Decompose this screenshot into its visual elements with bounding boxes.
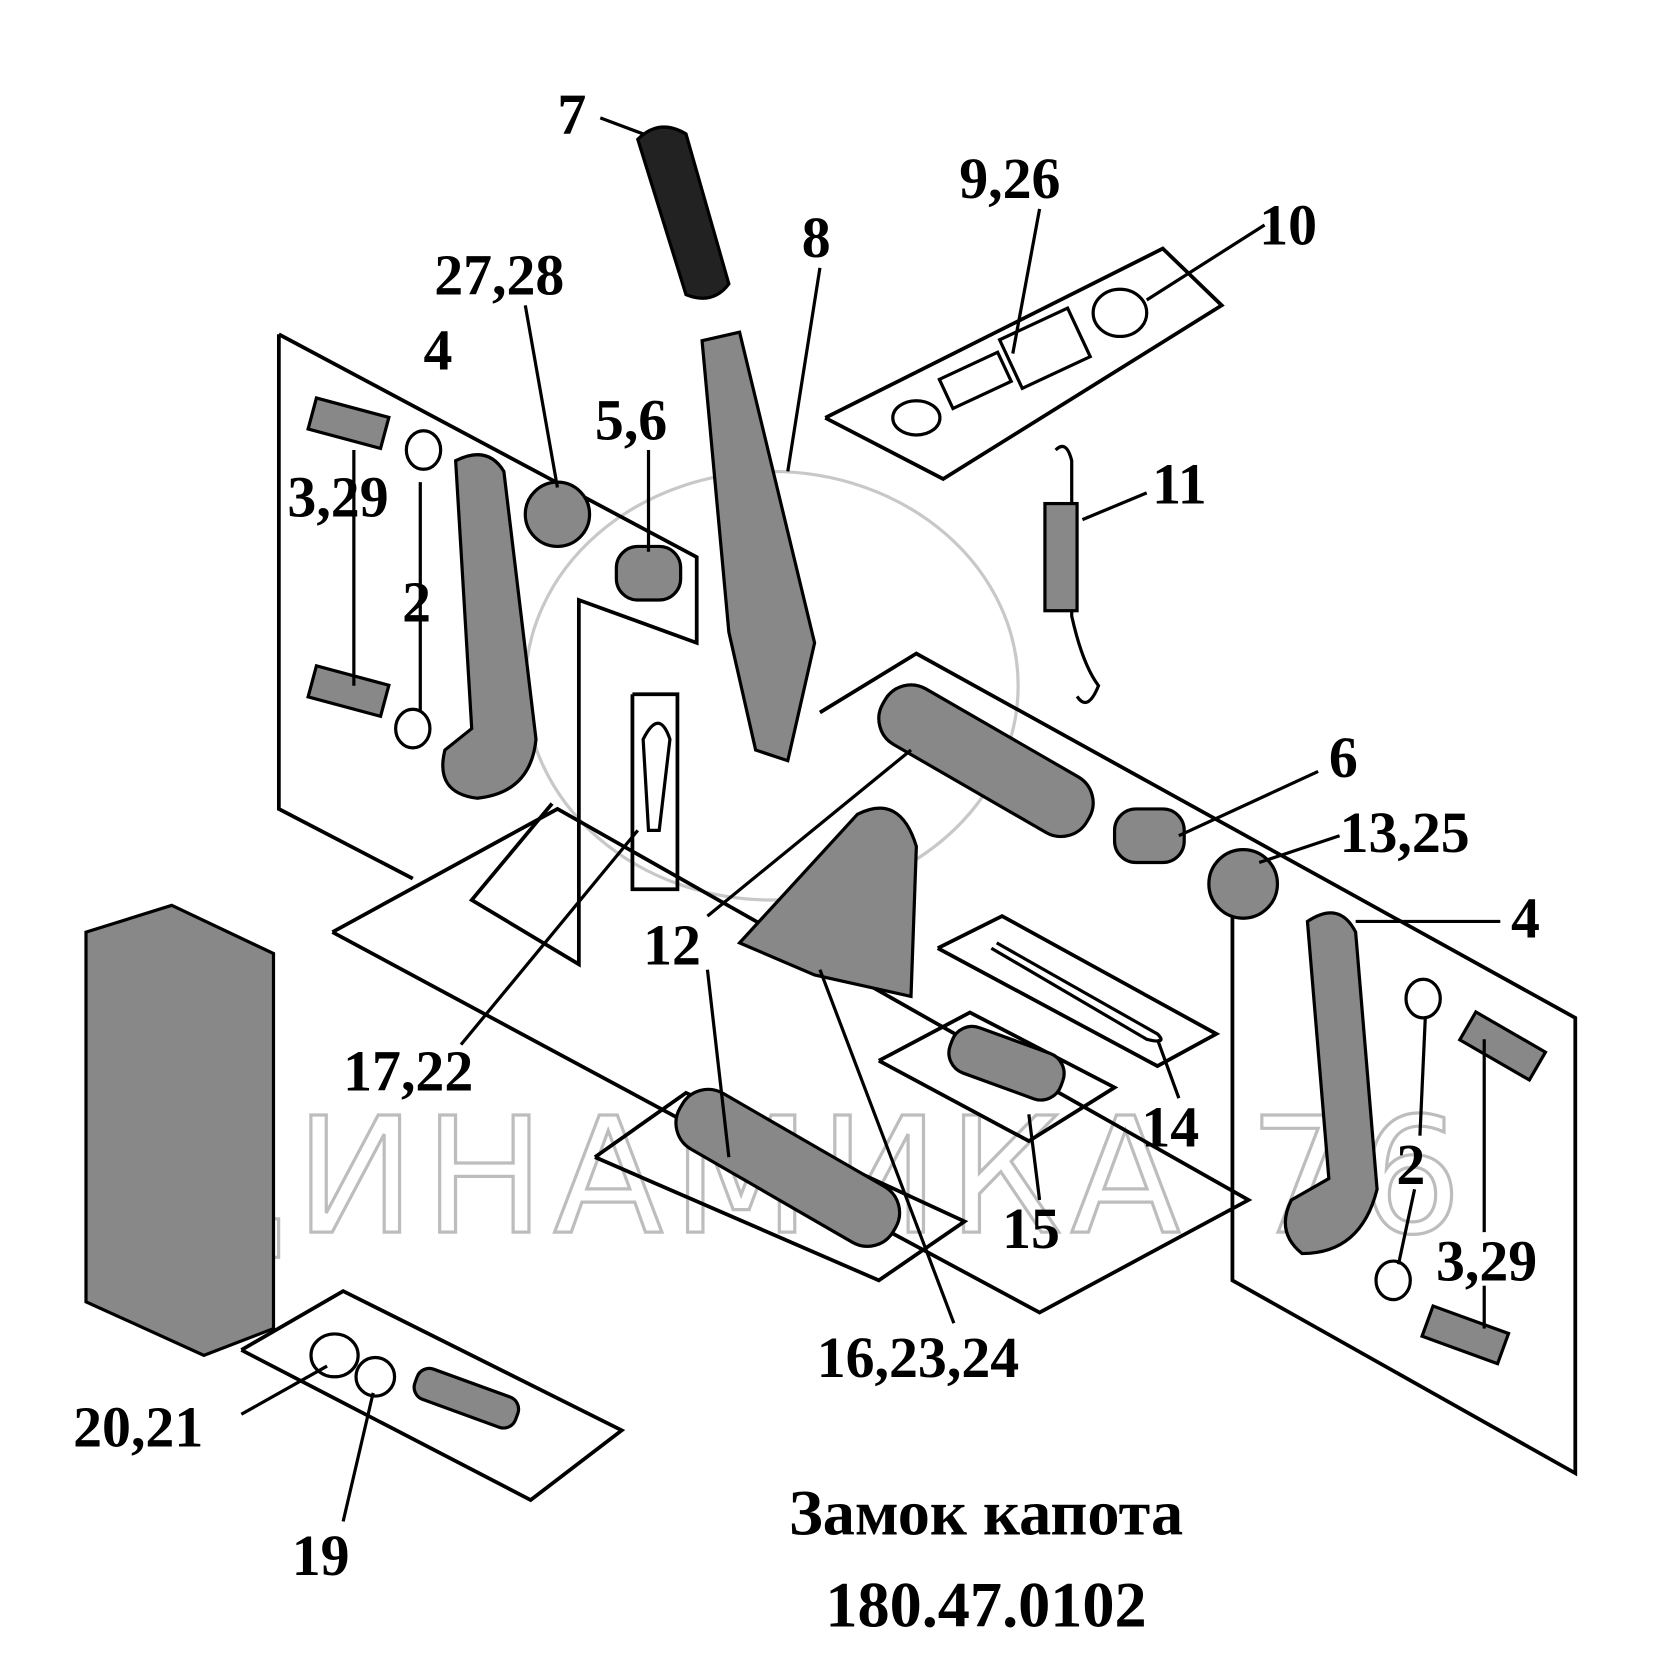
fitting-part-9 <box>997 305 1093 391</box>
link-part-4-right <box>1283 911 1379 1256</box>
lever-part-8 <box>700 330 817 763</box>
washer-part-top <box>891 399 942 437</box>
bolt-part-3-upper <box>306 396 391 451</box>
nut-part-20 <box>309 1332 360 1379</box>
bolt-part-3-right-upper <box>1457 1009 1548 1083</box>
stud-part-9 <box>937 350 1014 411</box>
bushing-part-5 <box>614 544 683 602</box>
cotter-panel <box>630 692 680 892</box>
callout-15: 15 <box>1002 1196 1060 1261</box>
callout-5-6: 5,6 <box>595 387 667 452</box>
washer-part-2-right-upper <box>1404 977 1442 1020</box>
washer-part-2-right-lower <box>1374 1259 1412 1302</box>
callout-20-21: 20,21 <box>73 1394 203 1459</box>
washer-part-19 <box>354 1355 397 1398</box>
spring-part-13 <box>1207 848 1280 920</box>
left-panel-outline <box>276 334 414 881</box>
pin14-panel <box>936 913 1221 1069</box>
callout-13-25: 13,25 <box>1340 800 1470 865</box>
diagram-title: Замок капота <box>789 1477 1183 1548</box>
washer-part-2-upper <box>404 429 443 471</box>
bracket-part-16 <box>736 806 918 999</box>
spring-coil-11 <box>1043 501 1079 613</box>
callout-4-right: 4 <box>1511 886 1540 951</box>
callout-3-29-right: 3,29 <box>1436 1228 1537 1293</box>
bolt-part-3-lower <box>306 663 391 719</box>
callout-16-23-24: 16,23,24 <box>817 1325 1019 1390</box>
callout-12: 12 <box>643 912 701 977</box>
callout-10: 10 <box>1259 192 1317 257</box>
screw-part-bottom <box>412 1366 521 1430</box>
callout-14: 14 <box>1141 1094 1199 1159</box>
left-panel-step <box>277 332 699 968</box>
latch-block-part-18 <box>84 903 276 1358</box>
bolt-panel <box>240 1288 626 1503</box>
washer-part-2-lower <box>394 707 432 750</box>
pin12-panel <box>593 1090 969 1283</box>
knob-part-7 <box>635 125 731 300</box>
callout-7: 7 <box>557 82 586 147</box>
part-number: 180.47.0102 <box>825 1569 1146 1640</box>
spring-part-11 <box>1054 444 1101 705</box>
bolt-part-3-right-lower <box>1419 1303 1511 1366</box>
spring-part-27 <box>523 480 592 549</box>
leader-lines <box>240 116 1501 1522</box>
cotter-pin-part-17 <box>641 721 672 832</box>
callout-27-28: 27,28 <box>434 243 564 308</box>
link-part-4-left <box>441 453 538 800</box>
top-panel <box>824 246 1225 482</box>
callout-8: 8 <box>802 205 831 270</box>
right-panel <box>818 651 1578 1477</box>
pin-part-15 <box>947 1024 1066 1102</box>
callout-19: 19 <box>292 1523 350 1588</box>
callout-9-26: 9,26 <box>959 146 1060 211</box>
pin15-panel <box>877 1010 1119 1144</box>
callout-4-left: 4 <box>423 318 452 383</box>
pin-part-12-lower <box>674 1087 902 1248</box>
bushing-part-6 <box>1112 807 1186 865</box>
pin-part-12-upper <box>877 683 1095 839</box>
callout-3-29-left: 3,29 <box>287 464 388 529</box>
nut-part-10 <box>1091 287 1149 339</box>
callout-2-left: 2 <box>402 569 431 634</box>
callout-6: 6 <box>1329 725 1358 790</box>
cotter-pin-part-14 <box>990 941 1163 1043</box>
callout-11: 11 <box>1152 452 1207 517</box>
callout-2-right: 2 <box>1396 1132 1425 1197</box>
callout-17-22: 17,22 <box>343 1039 473 1104</box>
